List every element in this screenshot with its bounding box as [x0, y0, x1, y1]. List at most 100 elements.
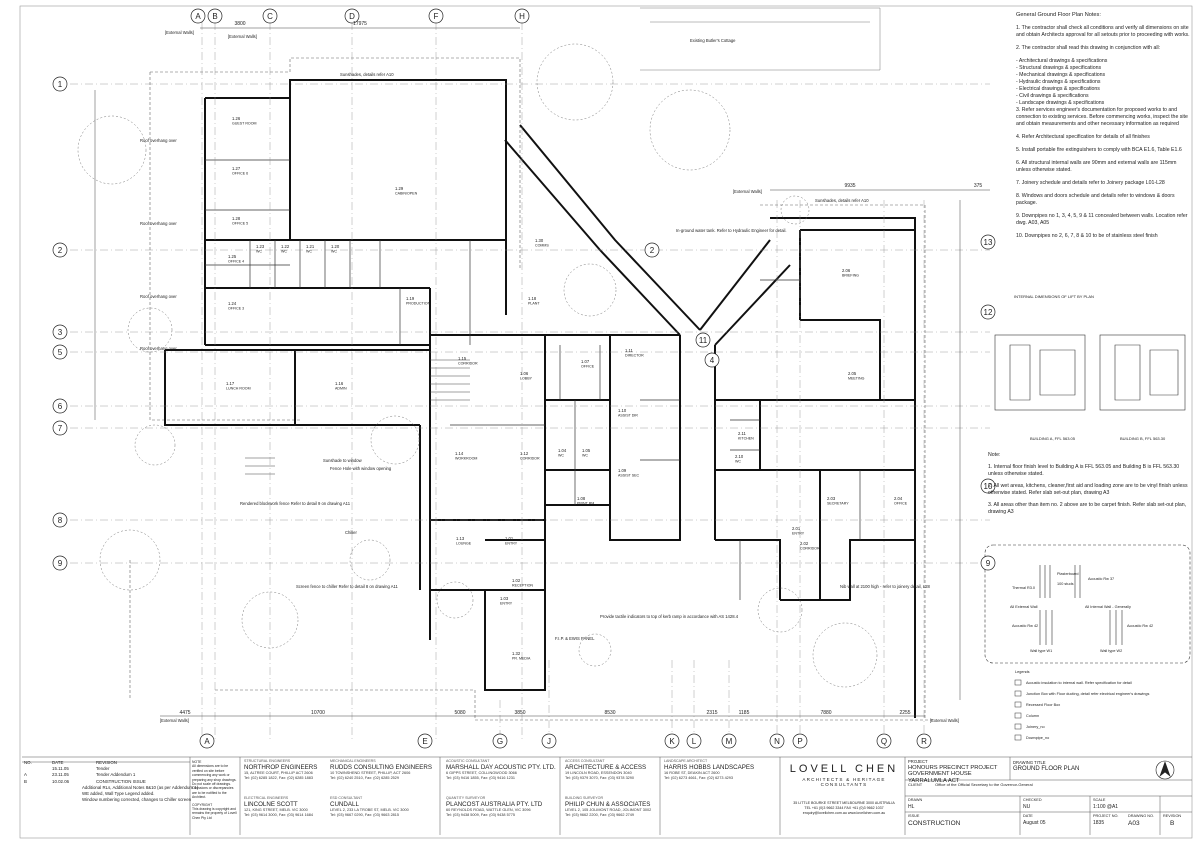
grid-bottom-r-bubble: [916, 733, 932, 749]
legend-symbol-icon: [1014, 723, 1022, 730]
ground-floor-plan: [22, 7, 1192, 835]
note-item: - Architectural drawings & specification…: [1016, 58, 1108, 64]
legend-symbol-icon: [1014, 679, 1022, 686]
consultant-tel: Tel: (02) 6240 2510, Fax: (02) 6285 2529: [330, 776, 400, 780]
room-name: ENTRY: [500, 602, 513, 606]
note-item: 3. Refer services engineer's documentati…: [1016, 107, 1188, 127]
room-number: 1.02: [512, 578, 521, 583]
consultant-tel: Tel: (03) 9379 3070, Fax: (03) 9378 3290: [565, 776, 635, 780]
note-item: 7. Joinery schedule and details refer to…: [1016, 180, 1165, 186]
checked-label: CHECKED: [1023, 798, 1042, 802]
consultant-name: LINCOLNE SCOTT: [244, 801, 298, 808]
room-number: 1.01: [505, 536, 514, 541]
rev-header-no: NO.: [24, 760, 32, 765]
grid-left-9-bubble: [52, 555, 68, 571]
grid-left-1-bubble: [52, 76, 68, 92]
grid-right-10: 10: [984, 482, 993, 491]
room-name: CORRIDOR: [800, 547, 820, 551]
roof-overhang-note: Roof overhang over: [140, 138, 177, 143]
note-head: NOTE: [192, 760, 202, 764]
room-number: 1.19: [406, 296, 415, 301]
room-number: 1.17: [226, 381, 235, 386]
room-number: 1.15: [458, 356, 467, 361]
grid-top-c: C: [267, 12, 273, 21]
dimension-top: 9935: [844, 183, 855, 189]
consultant-role: STRUCTURAL ENGINEERS: [244, 759, 291, 763]
legend-symbol-icon: [1014, 701, 1022, 708]
checked-value: NU: [1023, 804, 1031, 810]
external-walls-label: [External Walls]: [733, 189, 762, 194]
room-number: 1.05: [582, 448, 591, 453]
grid-bottom-n-bubble: [769, 733, 785, 749]
legend-item: Acoustic insulation to internal wall. Re…: [1026, 681, 1132, 685]
note-item: - Hydraulic drawings & specifications: [1016, 79, 1101, 85]
room-number: 1.13: [456, 536, 465, 541]
legend-item: Junction Box with Floor ducting, detail …: [1026, 692, 1149, 696]
room-number: 2.03: [827, 496, 836, 501]
drawn-label: DRAWN: [908, 798, 923, 802]
grid-top-h: H: [519, 12, 525, 21]
room-number: 1.24: [228, 301, 237, 306]
legends-block: Legends Acoustic insulation to internal …: [1014, 670, 1149, 741]
room-number: 1.11: [625, 348, 634, 353]
studs-label: 100 studs: [1057, 582, 1074, 586]
consultant-name: ARCHITECTURE & ACCESS: [565, 764, 647, 771]
consultant-name: HARRIS HOBBS LANDSCAPES: [664, 764, 755, 771]
room-name: OFFICE: [894, 502, 908, 506]
drawing-no-label: DRAWING NO.: [1128, 814, 1155, 818]
legend-item: Downpipe_no: [1026, 736, 1049, 740]
consultant-name: MARSHALL DAY ACOUSTIC PTY. LTD.: [446, 764, 556, 771]
date-value: August 05: [1023, 820, 1046, 826]
existing-cottage-label: Existing Butler's Cottage: [690, 38, 736, 43]
room-name: ENTRY: [505, 542, 518, 546]
dimension-bottom: 7880: [820, 710, 831, 716]
issue-label: ISSUE: [908, 814, 920, 818]
lift-label-b: BUILDING B, FFL 563.30: [1120, 436, 1166, 441]
note-item: - Mechanical drawings & specifications: [1016, 72, 1106, 78]
lift-inset-title: INTERNAL DIMENSIONS OF LIFT BY PLAN: [1014, 294, 1094, 299]
room-number: 1.16: [335, 381, 344, 386]
consultant-tel: Tel: (03) 9416 1855, Fax: (03) 9416 1231: [446, 776, 516, 780]
room-number: 1.23: [256, 244, 265, 249]
revision-label: REVISION: [1163, 814, 1182, 818]
dimension-bottom: 2255: [899, 710, 910, 716]
room-number: 1.29: [395, 186, 404, 191]
dimension-bottom: 10700: [311, 710, 325, 716]
grid-left-7-bubble: [52, 420, 68, 436]
brand-address: 35 LITTLE BOURKE STREET MELBOURNE 3000 A…: [784, 801, 904, 816]
copyright-head: COPYRIGHT: [192, 802, 213, 807]
consultant-role: LANDSCAPE ARCHITECT: [664, 759, 708, 763]
ext-wall-label: All External Wall: [1010, 605, 1038, 609]
room-name: ADMIN: [335, 387, 347, 391]
grid-right-13: 13: [984, 238, 993, 247]
room-name: WC: [306, 250, 312, 254]
external-walls-label: [External Walls]: [160, 718, 189, 723]
drawing-title: GROUND FLOOR PLAN: [1013, 766, 1080, 772]
consultant-role: MECHANICAL ENGINEERS: [330, 759, 376, 763]
grid-bottom-a: A: [204, 737, 210, 746]
consultant-tel: Tel: (02) 6273 4661, Fax: (02) 6273 4293: [664, 776, 734, 780]
nib-wall-note: Nib wall at 2100 high - refer to joinery…: [840, 584, 931, 589]
grid-top-c-bubble: [262, 8, 278, 24]
grid-left-6-bubble: [52, 398, 68, 414]
grid-left-5: 5: [58, 348, 63, 357]
revision-extra: Additional RLs, Additional Notes 8&10 (a…: [24, 785, 198, 804]
roof-overhang-note: Roof overhang over: [140, 346, 177, 351]
grid-top-d: D: [349, 12, 355, 21]
grid-left-2: 2: [58, 246, 63, 255]
room-name: OFFICE 3: [228, 307, 244, 311]
consultant-tel: Tel: (03) 9614 3000, Fax: (03) 9614 1684: [244, 813, 314, 817]
room-name: GUEST ROOM: [232, 122, 257, 126]
grid-left-6: 6: [58, 402, 63, 411]
floor-note-item: 2. All wet areas, kitchens, cleaner,firs…: [988, 483, 1188, 496]
grid-left-2-bubble: [52, 242, 68, 258]
consultant-role: BUILDING SURVEYOR: [565, 796, 604, 800]
consultant-addr: LEVEL 2, 105 JOLIMONT ROAD, JOLIMONT 300…: [565, 808, 652, 812]
scale-value: 1:100 @A1: [1093, 804, 1119, 810]
